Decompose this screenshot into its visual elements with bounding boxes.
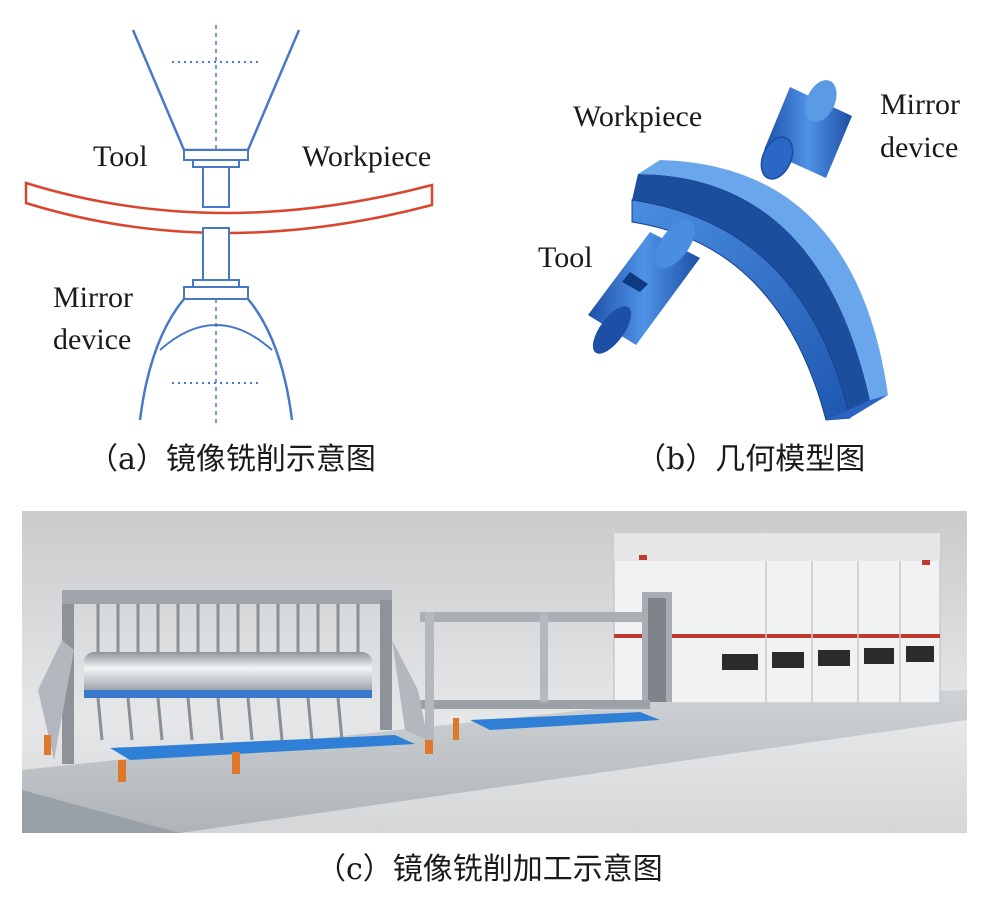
model-label-mirror-line2: device [880, 131, 959, 164]
machine-drum [84, 652, 372, 698]
model-tool-cylinder [588, 219, 700, 354]
mirror-flange-2 [183, 286, 249, 300]
panel-a-schematic: Tool Workpiece Mirror device [0, 0, 470, 430]
spindle-upper [202, 166, 230, 208]
left-work-tray [110, 735, 415, 760]
model-workpiece-side [632, 174, 870, 418]
machine-base-plate [22, 690, 967, 833]
label-mirror-line1: Mirror [53, 281, 133, 314]
label-tool: Tool [93, 140, 148, 173]
caption-b: （b）几何模型图 [636, 442, 866, 477]
machine-enclosure [613, 532, 941, 704]
machine-middle-gantry [420, 612, 660, 754]
machine-comb-supports [96, 604, 360, 741]
tool-flange-2 [192, 159, 240, 168]
mirror-flange-1 [192, 279, 240, 288]
mirror-inner-arc [159, 324, 273, 351]
mirror-bell-left [138, 298, 185, 421]
model-label-workpiece: Workpiece [573, 100, 703, 133]
machine-rendering [22, 511, 967, 833]
model-label-mirror-line1: Mirror [880, 88, 960, 121]
spindle-lower [202, 227, 230, 281]
label-workpiece: Workpiece [302, 140, 432, 173]
middle-work-tray [470, 712, 660, 730]
model-workpiece-top [638, 160, 888, 400]
panel-b-geometric-model: Workpiece Mirror device Tool [510, 60, 980, 440]
caption-a: （a）镜像铣削示意图 [88, 442, 376, 477]
machine-left-gantry [38, 590, 428, 782]
label-mirror-line2: device [53, 323, 132, 356]
caption-c: （c）镜像铣削加工示意图 [316, 852, 663, 887]
model-mirror-cylinder [760, 80, 852, 180]
schematic-diagram [24, 25, 434, 425]
model-workpiece-end [826, 395, 888, 420]
workpiece-band [24, 181, 434, 235]
panel-c-machine-rendering [22, 511, 967, 833]
model-label-tool: Tool [538, 241, 593, 274]
geometric-model-diagram [588, 80, 888, 421]
tool-flange-1 [183, 149, 249, 161]
mirror-bell-right [247, 298, 294, 421]
